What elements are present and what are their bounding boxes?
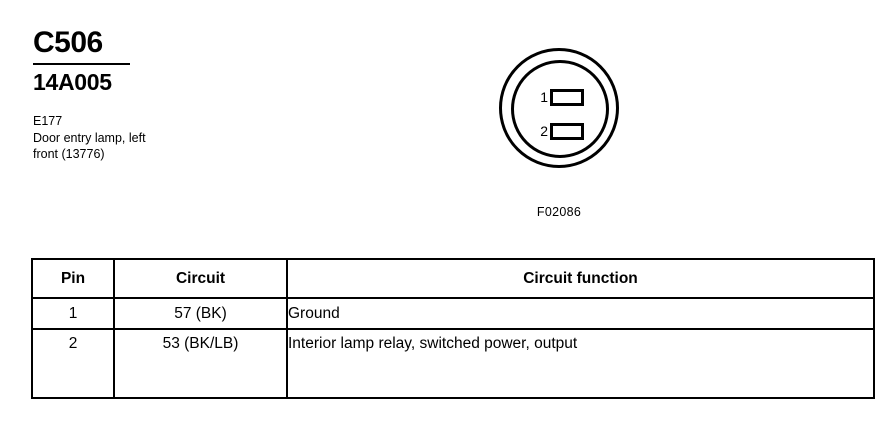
connector-outer-ring-icon: [499, 48, 619, 168]
table-header-row: Pin Circuit Circuit function: [31, 258, 875, 299]
table-row: 2 53 (BK/LB) Interior lamp relay, switch…: [31, 328, 875, 399]
connector-identification-block: C506 14A005 E177 Door entry lamp, left f…: [33, 26, 263, 163]
column-header-circuit-function: Circuit function: [286, 258, 875, 299]
connector-figure: 1 2 F02086: [489, 44, 629, 219]
component-description-line-2: front (13776): [33, 147, 105, 161]
cell-circuit-function: Interior lamp relay, switched power, out…: [286, 328, 875, 399]
connector-inner-ring-icon: [511, 60, 609, 158]
column-header-pin: Pin: [31, 258, 115, 299]
component-description: E177 Door entry lamp, left front (13776): [33, 113, 263, 163]
title-divider-rule: [33, 63, 130, 65]
cell-pin: 2: [31, 328, 115, 399]
cell-circuit-function: Ground: [286, 297, 875, 330]
cavity-slot-2: [550, 123, 584, 140]
connector-code: C506: [33, 26, 103, 59]
column-header-circuit: Circuit: [113, 258, 288, 299]
figure-code: F02086: [536, 205, 582, 219]
cell-circuit: 57 (BK): [113, 297, 288, 330]
pin-assignment-table: Pin Circuit Circuit function 1 57 (BK) G…: [31, 258, 875, 399]
connector-face-diagram: 1 2: [495, 44, 623, 172]
component-description-line-1: Door entry lamp, left: [33, 130, 146, 145]
table-row: 1 57 (BK) Ground: [31, 297, 875, 330]
cell-pin: 1: [31, 297, 115, 330]
cavity-number-1: 1: [540, 89, 548, 105]
part-number: 14A005: [33, 69, 112, 95]
cavity-slot-1: [550, 89, 584, 106]
cavity-number-2: 2: [540, 123, 548, 139]
cell-circuit: 53 (BK/LB): [113, 328, 288, 399]
component-id: E177: [33, 114, 63, 128]
